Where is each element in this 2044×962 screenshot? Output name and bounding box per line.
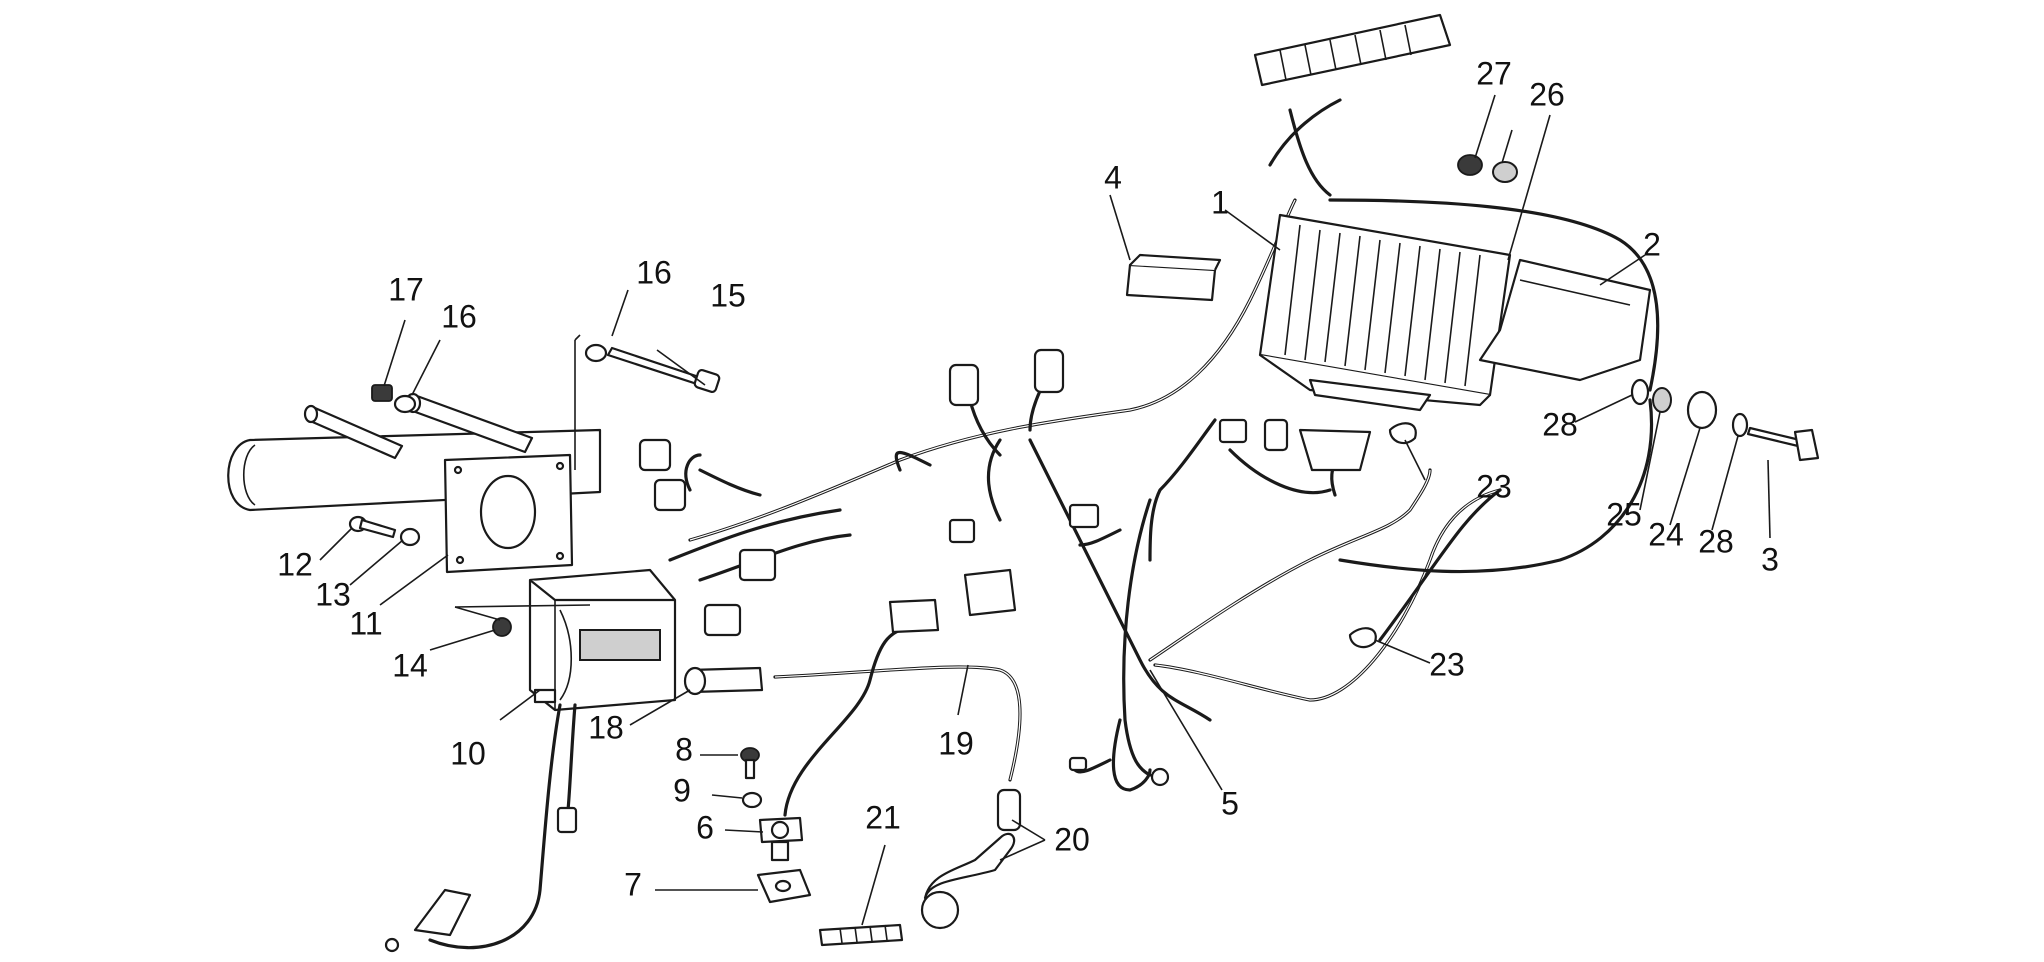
bolt-15: [606, 346, 721, 394]
callout-5: 5: [1221, 785, 1239, 821]
nut-14: [454, 604, 591, 637]
callout-26: 26: [1529, 76, 1565, 112]
callout-18: 18: [588, 709, 624, 745]
callout-16-right: 16: [636, 254, 672, 290]
callout-8: 8: [675, 731, 693, 767]
callout-10: 10: [450, 735, 486, 771]
callout-12: 12: [277, 546, 313, 582]
pickup-sensor-6: [758, 628, 902, 862]
screw-12-washer-13: [348, 515, 421, 547]
main-wiring-harness: [428, 98, 1660, 950]
gasket-7: [756, 868, 812, 904]
callout-4: 4: [1104, 159, 1122, 195]
callout-14: 14: [392, 647, 428, 683]
callout-13: 13: [315, 576, 351, 612]
callout-21: 21: [865, 799, 901, 835]
fuse-box-connector: [1253, 13, 1452, 87]
ht-lead-18-19: [683, 665, 1022, 782]
callout-25: 25: [1606, 496, 1642, 532]
callout-6: 6: [696, 809, 714, 845]
callout-7: 7: [624, 866, 642, 902]
relay-4: [1125, 253, 1222, 302]
screw-8-washer-9: [740, 747, 763, 809]
callout-23-upper: 23: [1476, 468, 1512, 504]
spark-plug-21: [818, 923, 904, 947]
mounting-bolt-stack: [1630, 378, 1820, 462]
callout-20: 20: [1054, 821, 1090, 857]
callout-23-lower: 23: [1429, 646, 1465, 682]
callout-19: 19: [938, 725, 974, 761]
callout-28-left: 28: [1542, 406, 1578, 442]
callout-2: 2: [1643, 226, 1661, 262]
callout-17: 17: [388, 271, 424, 307]
harness-connectors: [384, 348, 1372, 953]
cable-clip-23: [1348, 422, 1417, 649]
nut-27-washer-26: [1457, 154, 1518, 183]
callout-24: 24: [1648, 516, 1684, 552]
spark-plug-cap-20: [920, 788, 1022, 930]
callout-labels: 1 2 3 4 5 6 7 8 9 10 11 12 13 14 15 16 1…: [277, 55, 1779, 902]
voltage-regulator-1: [1258, 213, 1512, 412]
callout-11: 11: [349, 605, 382, 641]
callout-9: 9: [673, 772, 691, 808]
callout-3: 3: [1761, 541, 1779, 577]
nut-17-washer-16: [371, 343, 608, 414]
callout-16-left: 16: [441, 298, 477, 334]
connector-block: [888, 568, 1017, 634]
callout-1: 1: [1211, 184, 1229, 220]
bracket-2: [1478, 258, 1652, 382]
mounting-plate-11: [443, 334, 581, 574]
callout-leaders: [319, 94, 1771, 926]
callout-27: 27: [1476, 55, 1512, 91]
ignition-coil-10: [528, 568, 677, 712]
callout-15: 15: [710, 277, 746, 313]
callout-28-right: 28: [1698, 523, 1734, 559]
